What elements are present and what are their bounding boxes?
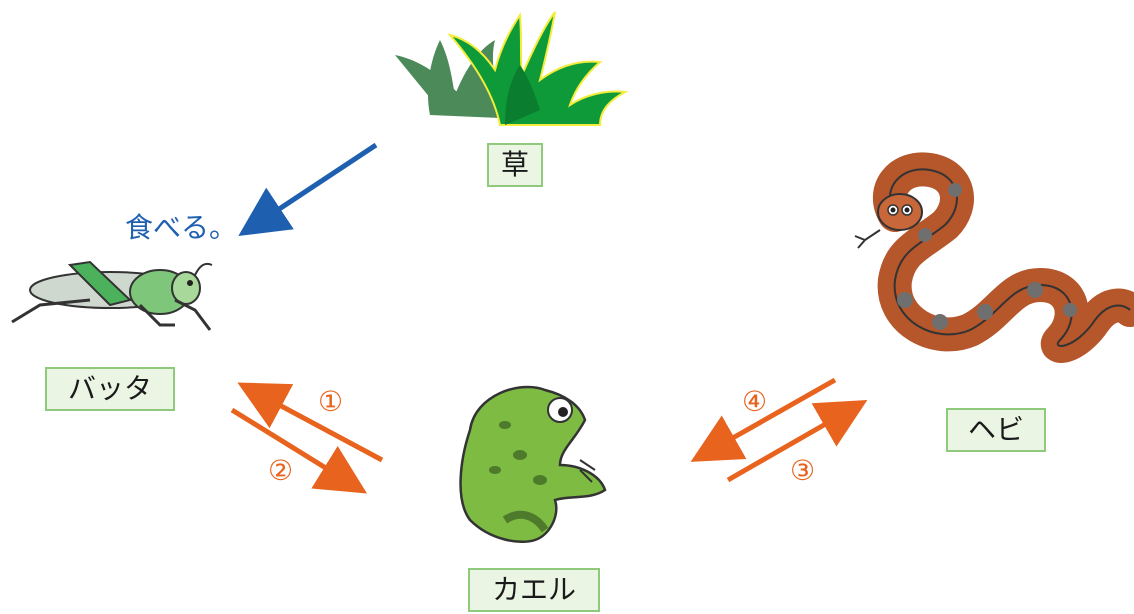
arrow-3-number: ③ xyxy=(790,454,816,487)
snake-label: ヘビ xyxy=(946,408,1046,452)
arrow-1-number: ① xyxy=(318,385,344,418)
arrow-4-number: ④ xyxy=(742,385,768,418)
grass-illustration xyxy=(395,11,629,126)
arrow-3 xyxy=(726,400,868,483)
frog-illustration xyxy=(459,385,607,544)
frog-label: カエル xyxy=(468,568,600,612)
grasshopper-label: バッタ xyxy=(45,367,175,411)
eat-arrow xyxy=(238,142,378,237)
grasshopper-illustration xyxy=(11,260,213,331)
arrow-2-number: ② xyxy=(268,454,294,487)
grass-label: 草 xyxy=(487,143,543,187)
arrow-2 xyxy=(230,407,368,494)
snake-illustration xyxy=(854,152,1134,363)
eat-label: 食べる。 xyxy=(125,211,238,244)
arrow-4 xyxy=(690,377,837,462)
